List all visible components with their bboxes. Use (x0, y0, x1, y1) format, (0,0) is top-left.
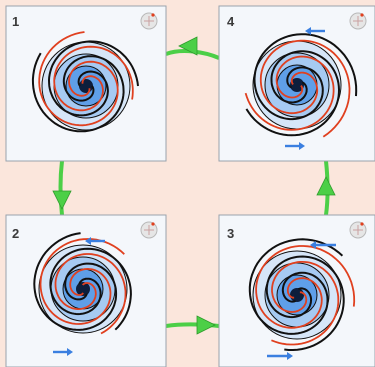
panel-3 (218, 214, 375, 367)
connector-arrowhead (196, 315, 216, 335)
panel-4 (218, 5, 375, 162)
panel-1 (5, 5, 167, 162)
panel-layer (5, 5, 375, 367)
panel-4-label: 4 (227, 14, 235, 29)
panel-1-label: 1 (12, 14, 20, 29)
compass-icon (349, 221, 367, 239)
connector-arrowhead (316, 176, 336, 196)
motion-arrow (267, 352, 293, 360)
red-spiral-arm (259, 39, 351, 138)
black-spiral-arm (33, 232, 118, 331)
compass-icon (140, 12, 158, 30)
black-spiral-arm (31, 52, 125, 133)
galaxy-core (290, 78, 304, 92)
compass-marker (360, 222, 364, 226)
black-spiral-arm (47, 40, 139, 117)
black-spiral-arm (248, 238, 344, 335)
galaxy-core (76, 282, 90, 296)
black-spiral-arm (49, 247, 132, 331)
motion-arrow (85, 237, 105, 245)
motion-arrow-head (85, 237, 91, 245)
connector-3-to-4 (316, 160, 336, 216)
connector-1-to-2 (52, 160, 72, 216)
motion-arrow-head (67, 348, 73, 356)
black-spiral-arm (265, 255, 345, 351)
connector-layer (52, 36, 336, 335)
red-spiral-arm (255, 245, 356, 329)
red-spiral-arm (54, 253, 127, 335)
connector-line (58, 160, 64, 216)
compass-marker (151, 222, 155, 226)
motion-arrow-head (287, 352, 293, 360)
red-spiral-arm (39, 238, 125, 325)
compass-icon (140, 221, 158, 239)
compass-marker (360, 13, 364, 17)
panel-3-label: 3 (227, 226, 235, 241)
black-spiral-arm (245, 50, 341, 137)
connector-4-to-1 (165, 36, 220, 60)
red-spiral-arm (38, 31, 119, 127)
motion-arrow-head (305, 27, 311, 35)
compass-marker (151, 13, 155, 17)
connector-arrowhead (52, 190, 72, 210)
red-spiral-arm (244, 55, 335, 131)
compass-icon (349, 12, 367, 30)
motion-arrow (310, 241, 336, 249)
panel-2 (5, 214, 167, 367)
black-spiral-arm (253, 33, 358, 121)
galaxy-core (290, 288, 304, 302)
motion-arrow (285, 142, 305, 150)
motion-arrow (53, 348, 73, 356)
red-spiral-arm (53, 45, 134, 112)
motion-arrow-head (299, 142, 305, 150)
connector-2-to-3 (165, 315, 220, 335)
panel-2-label: 2 (12, 226, 20, 241)
red-spiral-arm (271, 261, 340, 346)
motion-arrow-head (310, 241, 316, 249)
motion-arrow (305, 27, 325, 35)
connector-arrowhead (178, 36, 198, 56)
galaxy-core (79, 79, 93, 93)
